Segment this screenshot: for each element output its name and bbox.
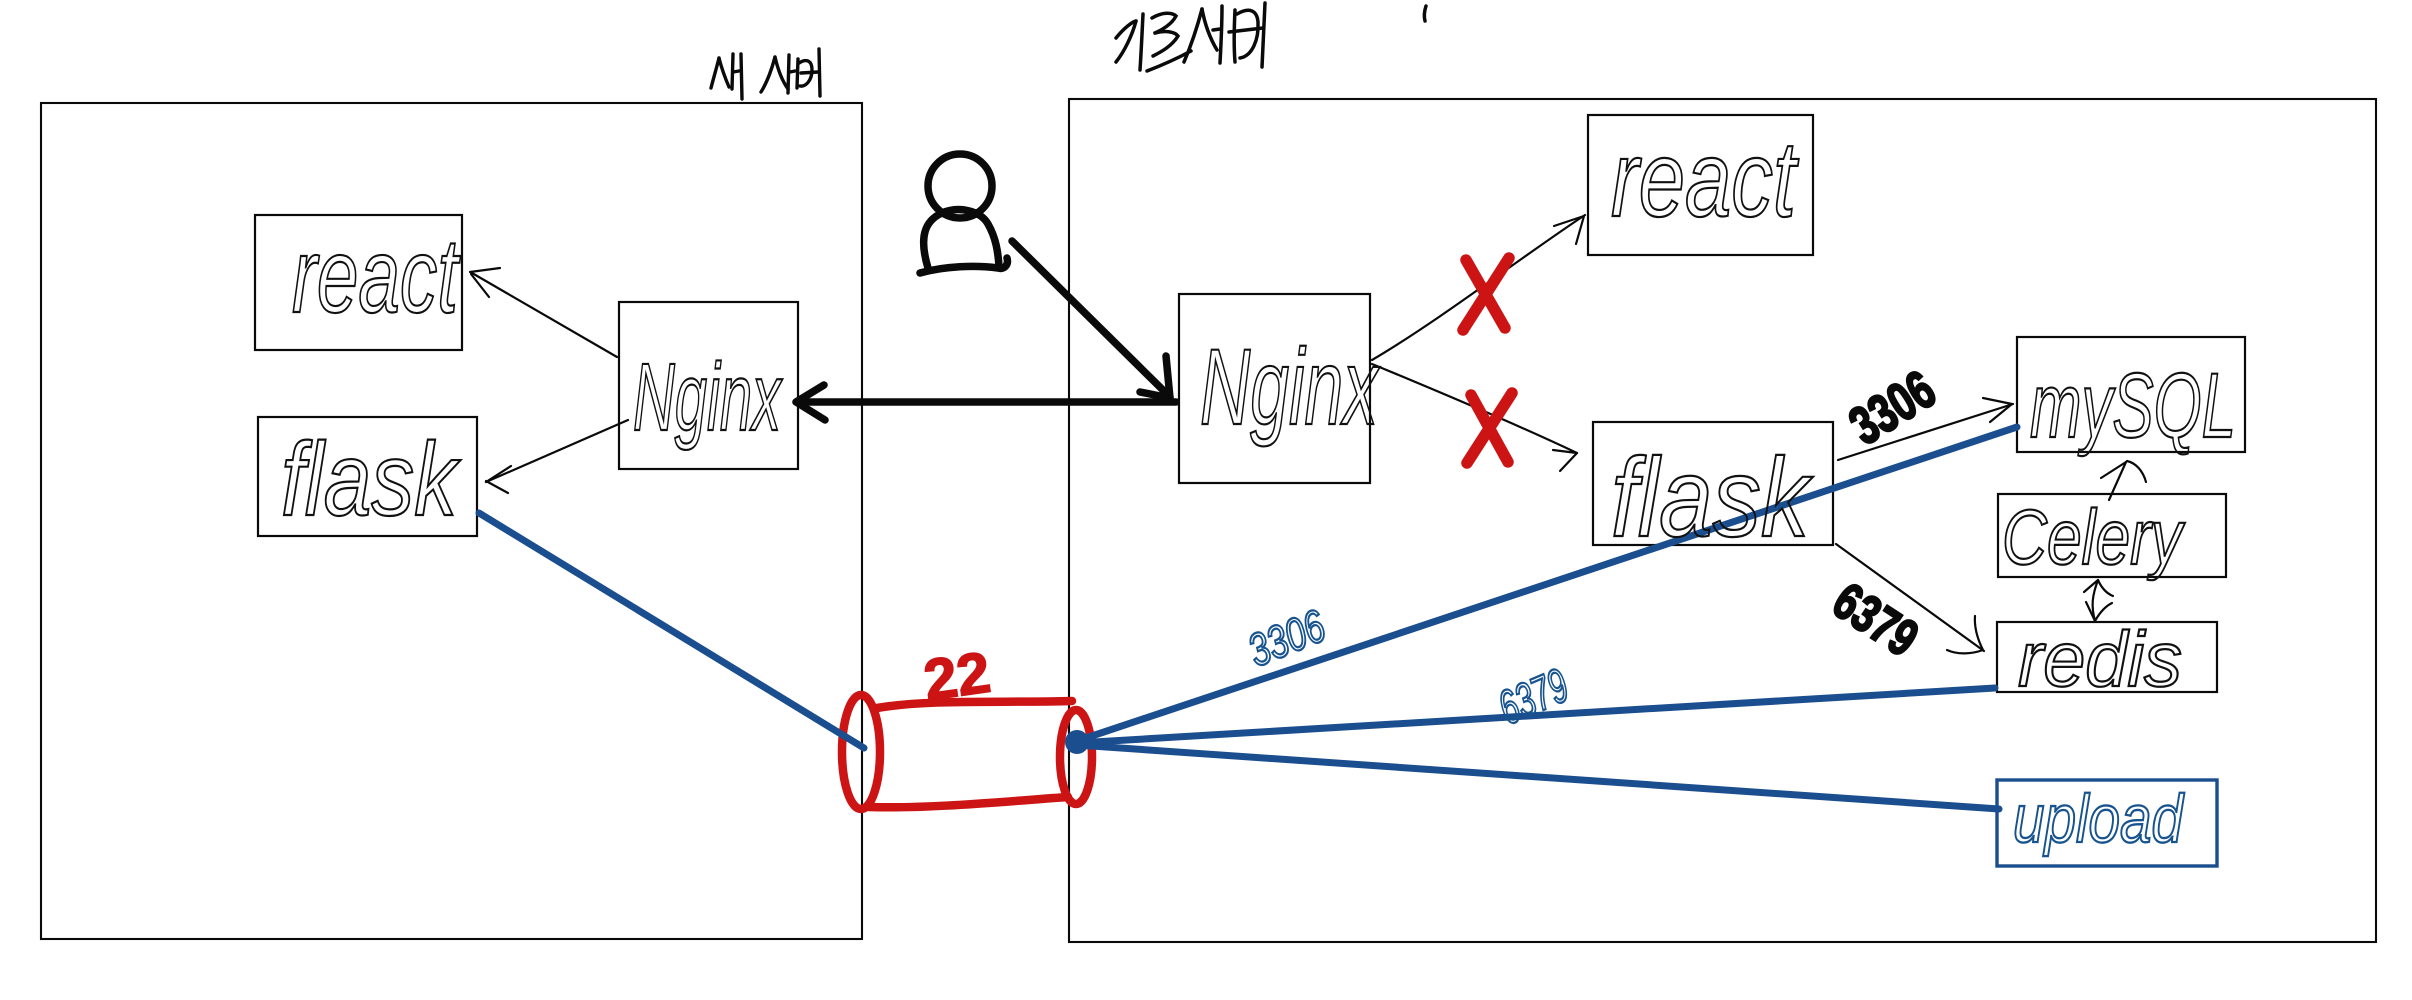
svg-text:upload: upload: [2013, 781, 2185, 857]
svg-text:Nginx: Nginx: [1200, 326, 1381, 447]
svg-text:react: react: [292, 217, 461, 335]
svg-text:Nginx: Nginx: [633, 344, 783, 451]
svg-text:react: react: [1611, 118, 1799, 239]
svg-text:flask: flask: [1611, 435, 1813, 560]
svg-text:3306: 3306: [1240, 599, 1332, 677]
svg-text:Celery: Celery: [2002, 493, 2185, 581]
svg-text:flask: flask: [281, 422, 461, 538]
svg-text:22: 22: [920, 640, 994, 714]
svg-text:6379: 6379: [1823, 572, 1928, 669]
svg-text:redis: redis: [2018, 615, 2182, 703]
svg-text:6379: 6379: [1491, 659, 1576, 735]
svg-text:3306: 3306: [1839, 359, 1945, 457]
svg-text:mySQL: mySQL: [2030, 355, 2236, 457]
